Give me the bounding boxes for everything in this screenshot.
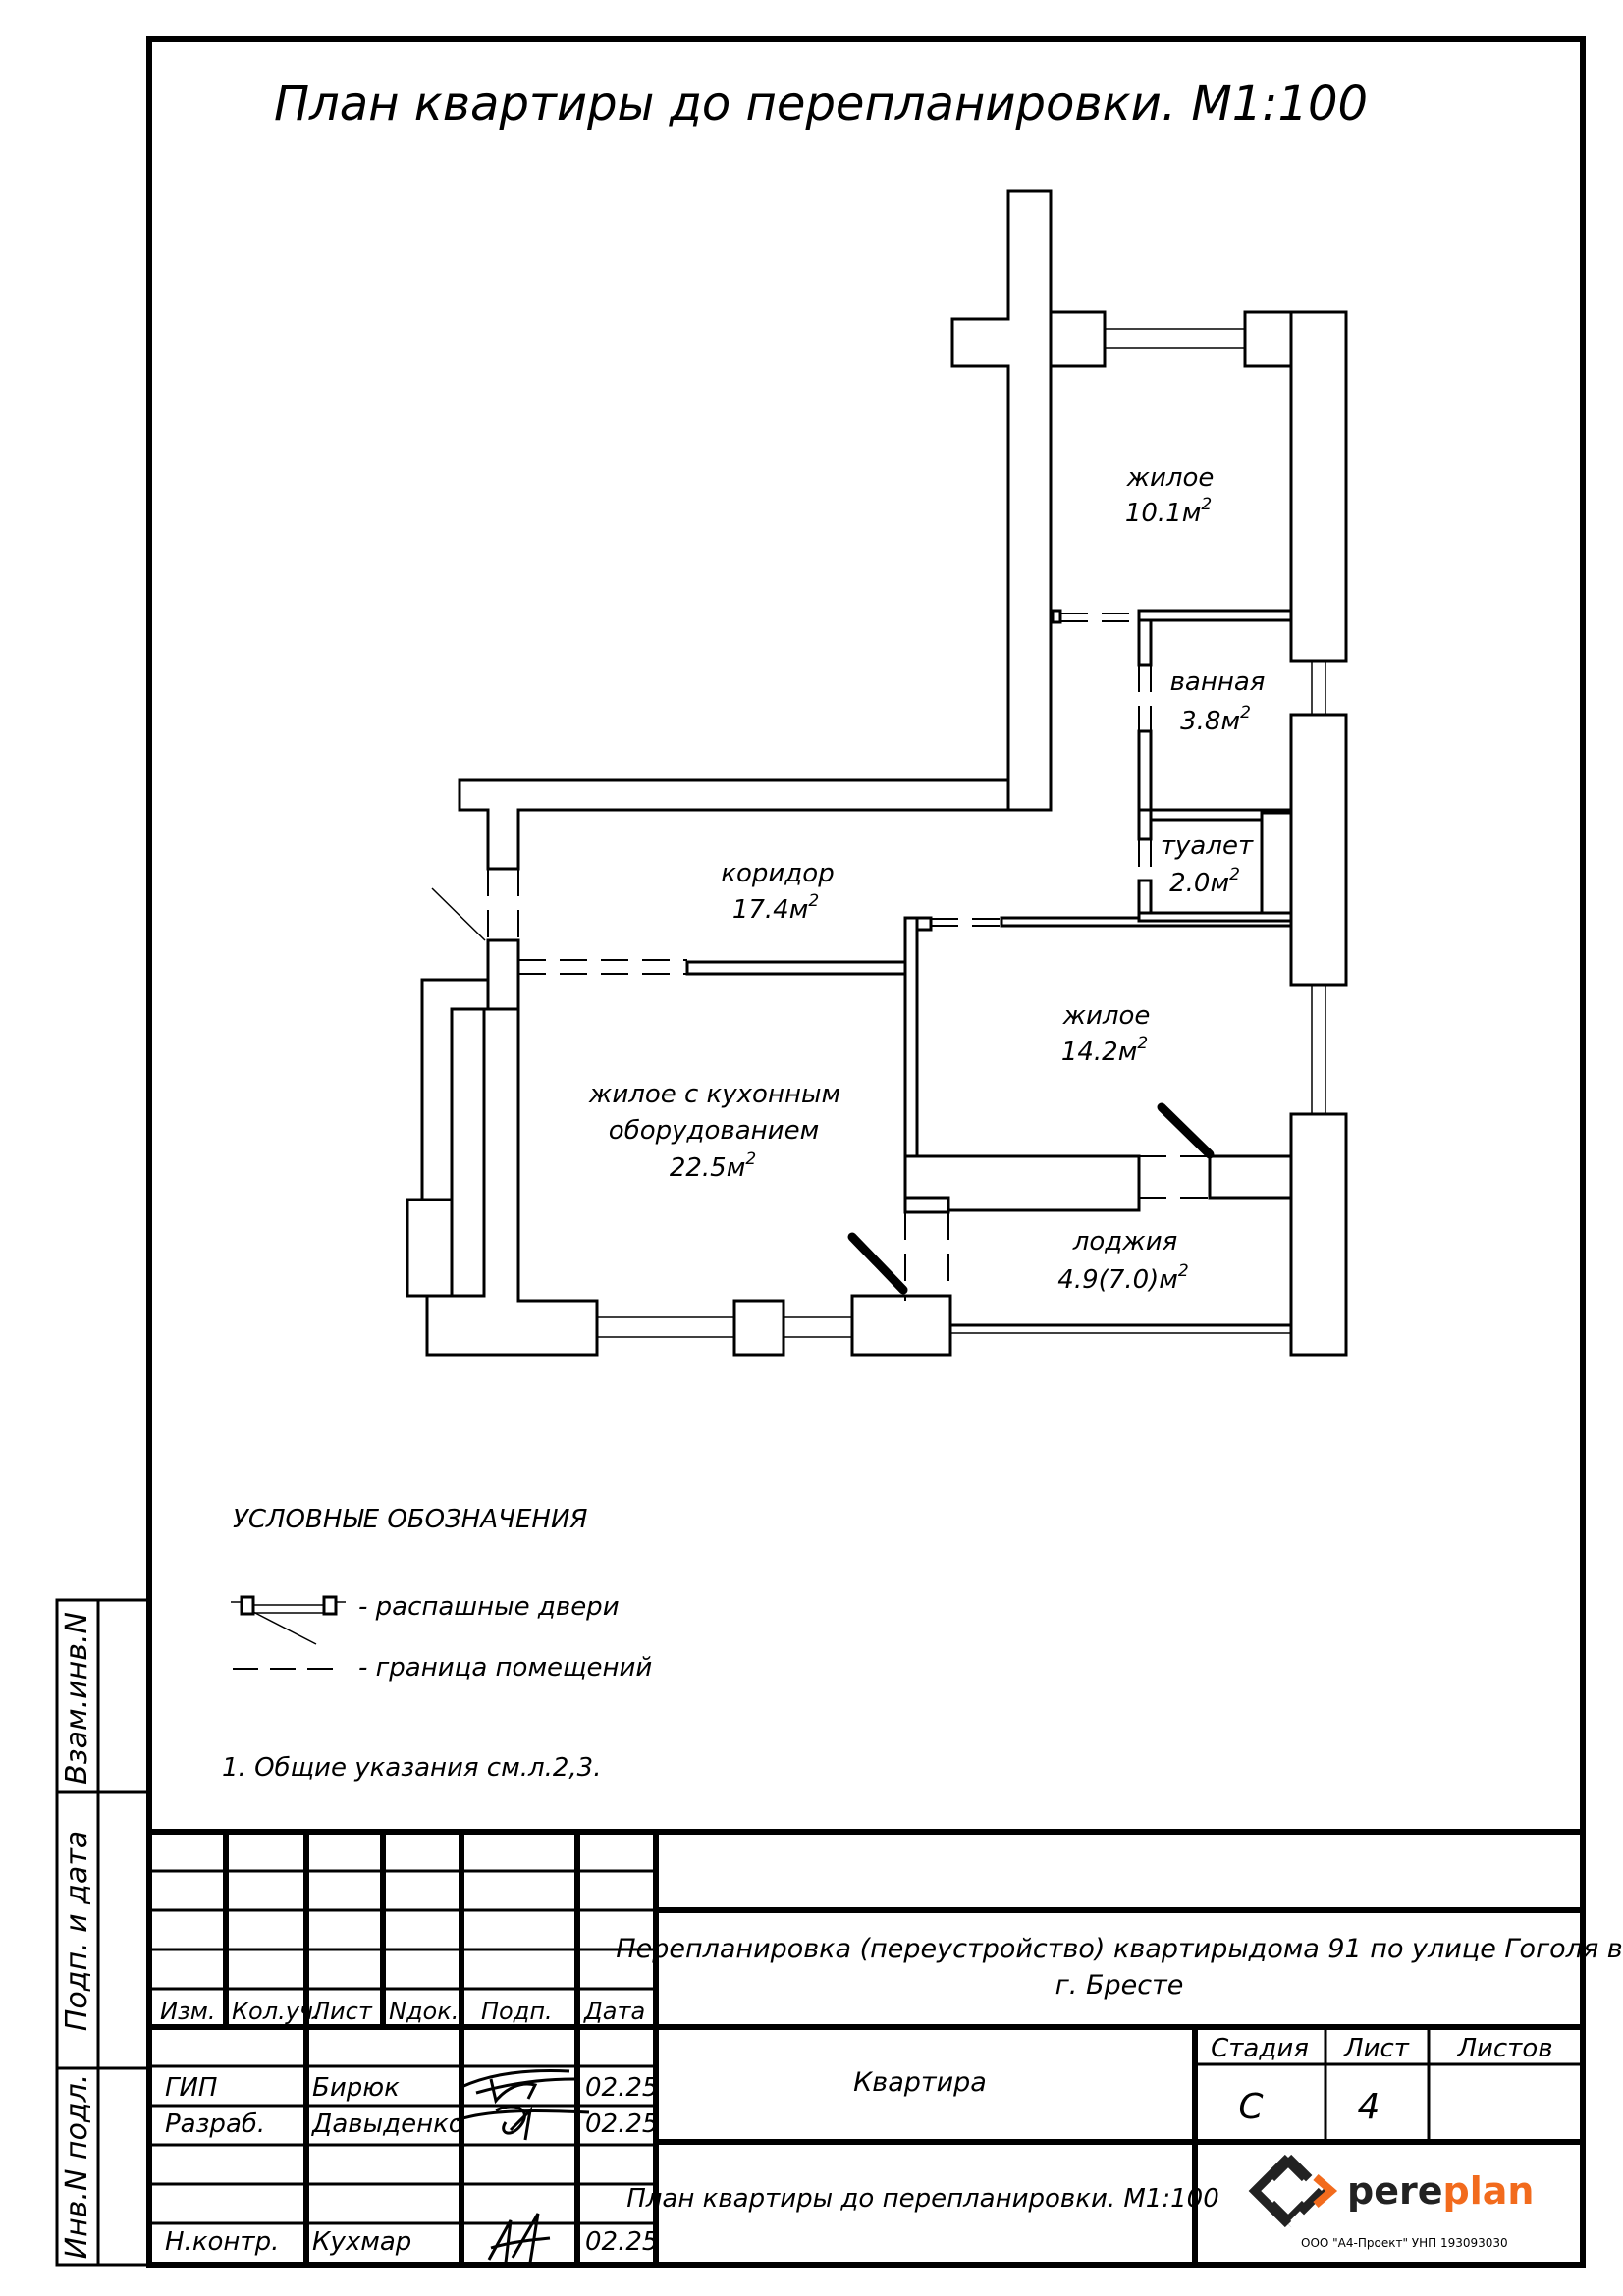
room-living-2-area: 14.2м2 (1061, 1034, 1148, 1067)
room-bathroom-area: 3.8м2 (1180, 703, 1251, 736)
header-change: Изм. (160, 1998, 215, 2025)
legend-boundary-label: - граница помещений (358, 1653, 652, 1682)
floor-plan (406, 189, 1348, 1357)
side-stamp-frame (55, 1598, 151, 2267)
role-developer: Разраб. (165, 2109, 265, 2139)
room-loggia-name: лоджия (1072, 1227, 1177, 1256)
room-kitchen-living-name-line2: оборудованием (609, 1116, 819, 1146)
room-kitchen-living-name-line1: жилое с кухонным (588, 1080, 840, 1109)
header-doc-number: Nдок. (389, 1998, 459, 2025)
company-details: ООО "А4-Проект" УНП 193093030 (1301, 2236, 1508, 2250)
date-norm-control: 02.25 (585, 2227, 658, 2257)
sheets-label: Листов (1456, 2034, 1552, 2063)
legend-door-symbol (231, 1595, 346, 1645)
role-chief-engineer: ГИП (165, 2073, 218, 2103)
stage-value: С (1238, 2087, 1264, 2127)
side-stamp-inventory: Инв.N подл. (60, 2074, 94, 2260)
room-living-2-name: жилое (1062, 1001, 1151, 1031)
date-chief-engineer: 02.25 (585, 2073, 658, 2103)
signature-chief-engineer (460, 2069, 575, 2105)
page-title: План квартиры до перепланировки. М1:100 (274, 77, 1368, 132)
room-corridor-area: 17.4м2 (732, 891, 819, 925)
sheet-value: 4 (1358, 2087, 1380, 2127)
header-count: Кол.уч. (232, 1998, 321, 2025)
room-bathroom-name: ванная (1170, 667, 1266, 697)
signature-developer (456, 2105, 590, 2141)
room-loggia-area: 4.9(7.0)м2 (1057, 1261, 1188, 1295)
name-chief-engineer: Бирюк (312, 2073, 400, 2103)
room-living-1-area: 10.1м2 (1125, 495, 1212, 528)
logo-wordmark: pereplan (1347, 2169, 1534, 2213)
side-stamp-signature: Подп. и дата (60, 1831, 94, 2031)
sheet-title: План квартиры до перепланировки. М1:100 (626, 2184, 1218, 2214)
legend-heading: УСЛОВНЫЕ ОБОЗНАЧЕНИЯ (233, 1505, 587, 1534)
room-kitchen-living-area: 22.5м2 (670, 1149, 756, 1183)
sheet-label: Лист (1343, 2034, 1410, 2063)
stage-label: Стадия (1211, 2034, 1309, 2063)
title-block (149, 1829, 1583, 2265)
room-corridor-name: коридор (721, 859, 834, 888)
role-norm-control: Н.контр. (165, 2227, 279, 2257)
header-date: Дата (583, 1998, 645, 2025)
project-title-line1: Перепланировка (переустройство) квартиры… (616, 1934, 1622, 1964)
room-toilet-area: 2.0м2 (1169, 865, 1240, 898)
name-developer: Давыденко (311, 2109, 464, 2139)
pereplan-logo (1248, 2154, 1338, 2228)
sheet-frame (146, 36, 1586, 2268)
date-developer: 02.25 (585, 2109, 658, 2139)
general-note: 1. Общие указания см.л.2,3. (222, 1753, 601, 1783)
legend-doors-label: - распашные двери (358, 1592, 620, 1622)
room-toilet-name: туалет (1161, 831, 1254, 861)
object-name: Квартира (853, 2067, 987, 2098)
room-living-1-name: жилое (1126, 463, 1215, 493)
project-title-line2: г. Бресте (1055, 1970, 1184, 2001)
header-sheet: Лист (311, 1998, 373, 2025)
side-stamp-replacement: Взам.инв.N (60, 1612, 94, 1785)
signature-norm-control (487, 2213, 551, 2264)
header-signature: Подп. (481, 1998, 553, 2025)
name-norm-control: Кухмар (312, 2227, 411, 2257)
